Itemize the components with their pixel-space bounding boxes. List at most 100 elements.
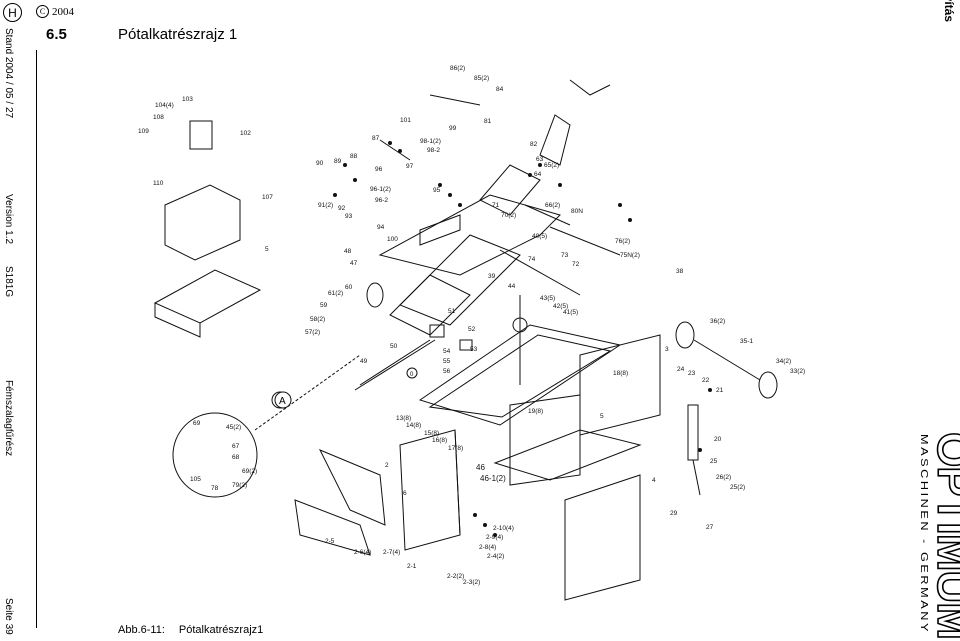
svg-text:102: 102 — [240, 130, 251, 137]
svg-text:40(5): 40(5) — [532, 233, 547, 240]
svg-text:14(8): 14(8) — [406, 422, 421, 429]
svg-text:105: 105 — [190, 476, 201, 483]
section-badge: H — [3, 3, 22, 22]
svg-text:51: 51 — [448, 308, 456, 315]
svg-text:94: 94 — [377, 224, 385, 231]
svg-text:68: 68 — [232, 454, 240, 461]
svg-text:66(2): 66(2) — [545, 202, 560, 209]
svg-text:49: 49 — [360, 358, 368, 365]
svg-text:35-1: 35-1 — [740, 338, 753, 345]
svg-text:5: 5 — [600, 413, 604, 420]
svg-text:96-2: 96-2 — [375, 197, 388, 204]
svg-text:71: 71 — [492, 202, 500, 209]
machine-type: Fémszalagfűrész — [3, 380, 14, 457]
svg-text:58(2): 58(2) — [310, 316, 325, 323]
svg-text:69(2): 69(2) — [242, 468, 257, 475]
svg-text:46-1(2): 46-1(2) — [480, 474, 506, 483]
model: S181G — [3, 266, 14, 298]
svg-text:103: 103 — [182, 96, 193, 103]
svg-text:80N: 80N — [571, 208, 583, 215]
copyright-icon: C — [36, 5, 49, 18]
svg-text:6: 6 — [403, 490, 407, 497]
svg-text:65(2): 65(2) — [544, 162, 559, 169]
svg-text:24: 24 — [677, 366, 685, 373]
svg-text:76(2): 76(2) — [615, 238, 630, 245]
svg-text:56: 56 — [443, 368, 451, 375]
svg-text:78: 78 — [211, 485, 219, 492]
svg-text:34(2): 34(2) — [776, 358, 791, 365]
figure-caption: Abb.6-11:Pótalkatrészrajz1 — [118, 624, 277, 636]
stand-date: Stand 2004 / 05 / 27 — [3, 28, 14, 119]
svg-text:2-4(2): 2-4(2) — [487, 553, 504, 560]
svg-text:88: 88 — [350, 153, 358, 160]
svg-text:2-5: 2-5 — [325, 538, 335, 545]
page-title: Pótalkatrészrajz 1 — [118, 26, 238, 43]
svg-text:96-1(2): 96-1(2) — [370, 186, 391, 193]
svg-text:95: 95 — [433, 187, 441, 194]
page-number: Seite 39 — [3, 598, 14, 635]
svg-text:84: 84 — [496, 86, 504, 93]
svg-text:79(2): 79(2) — [232, 482, 247, 489]
svg-text:43(5): 43(5) — [540, 295, 555, 302]
svg-text:72: 72 — [572, 261, 580, 268]
svg-text:25(2): 25(2) — [730, 484, 745, 491]
svg-text:60: 60 — [345, 284, 353, 291]
svg-text:45(2): 45(2) — [226, 424, 241, 431]
svg-text:97: 97 — [406, 163, 414, 170]
svg-text:90: 90 — [316, 160, 324, 167]
svg-text:50: 50 — [390, 343, 398, 350]
svg-text:92: 92 — [338, 205, 346, 212]
svg-text:16(8): 16(8) — [432, 437, 447, 444]
svg-text:74: 74 — [528, 256, 536, 263]
chapter-title: Karbantartás/Javítás — [942, 0, 956, 22]
svg-text:2-10(4): 2-10(4) — [493, 525, 514, 532]
svg-text:64: 64 — [534, 171, 542, 178]
svg-text:47: 47 — [350, 260, 358, 267]
svg-text:2-6(4): 2-6(4) — [354, 549, 371, 556]
svg-text:17(8): 17(8) — [448, 445, 463, 452]
svg-text:69: 69 — [193, 420, 201, 427]
svg-text:38: 38 — [676, 268, 684, 275]
version: Version 1.2 — [3, 194, 14, 245]
svg-text:33(2): 33(2) — [790, 368, 805, 375]
svg-text:91(2): 91(2) — [318, 202, 333, 209]
svg-text:98-1(2): 98-1(2) — [420, 138, 441, 145]
svg-text:53: 53 — [470, 346, 478, 353]
svg-text:21: 21 — [716, 387, 724, 394]
svg-text:48: 48 — [344, 248, 352, 255]
svg-text:46: 46 — [476, 463, 485, 472]
left-sidebar: Stand 2004 / 05 / 27 Version 1.2 S181G F… — [0, 28, 20, 640]
svg-text:0: 0 — [410, 372, 414, 378]
svg-text:39: 39 — [488, 273, 496, 280]
svg-text:41(5): 41(5) — [563, 309, 578, 316]
svg-text:5: 5 — [265, 246, 269, 253]
svg-text:104(4): 104(4) — [155, 102, 174, 109]
svg-text:87: 87 — [372, 135, 380, 142]
svg-text:81: 81 — [484, 118, 492, 125]
svg-text:20: 20 — [714, 436, 722, 443]
svg-text:2-1: 2-1 — [407, 563, 417, 570]
svg-text:99: 99 — [449, 125, 457, 132]
svg-text:101: 101 — [400, 117, 411, 124]
svg-text:2-3(2): 2-3(2) — [463, 579, 480, 586]
svg-text:25: 25 — [710, 458, 718, 465]
callout-letter: A — [279, 396, 286, 407]
svg-text:29: 29 — [670, 510, 678, 517]
svg-text:52: 52 — [468, 326, 476, 333]
svg-text:42(5): 42(5) — [553, 303, 568, 310]
svg-text:67: 67 — [232, 443, 240, 450]
svg-text:2: 2 — [385, 462, 389, 469]
svg-text:98-2: 98-2 — [427, 147, 440, 154]
caption-number: Abb.6-11: — [118, 624, 165, 636]
svg-text:61(2): 61(2) — [328, 290, 343, 297]
optimum-logo: OPTIMUM MASCHINEN - GERMANY — [918, 431, 960, 640]
svg-text:36(2): 36(2) — [710, 318, 725, 325]
svg-text:109: 109 — [138, 128, 149, 135]
svg-text:26(2): 26(2) — [716, 474, 731, 481]
svg-text:107: 107 — [262, 194, 273, 201]
svg-text:15(8): 15(8) — [424, 430, 439, 437]
svg-text:59: 59 — [320, 302, 328, 309]
logo-brand: OPTIMUM — [928, 432, 960, 639]
